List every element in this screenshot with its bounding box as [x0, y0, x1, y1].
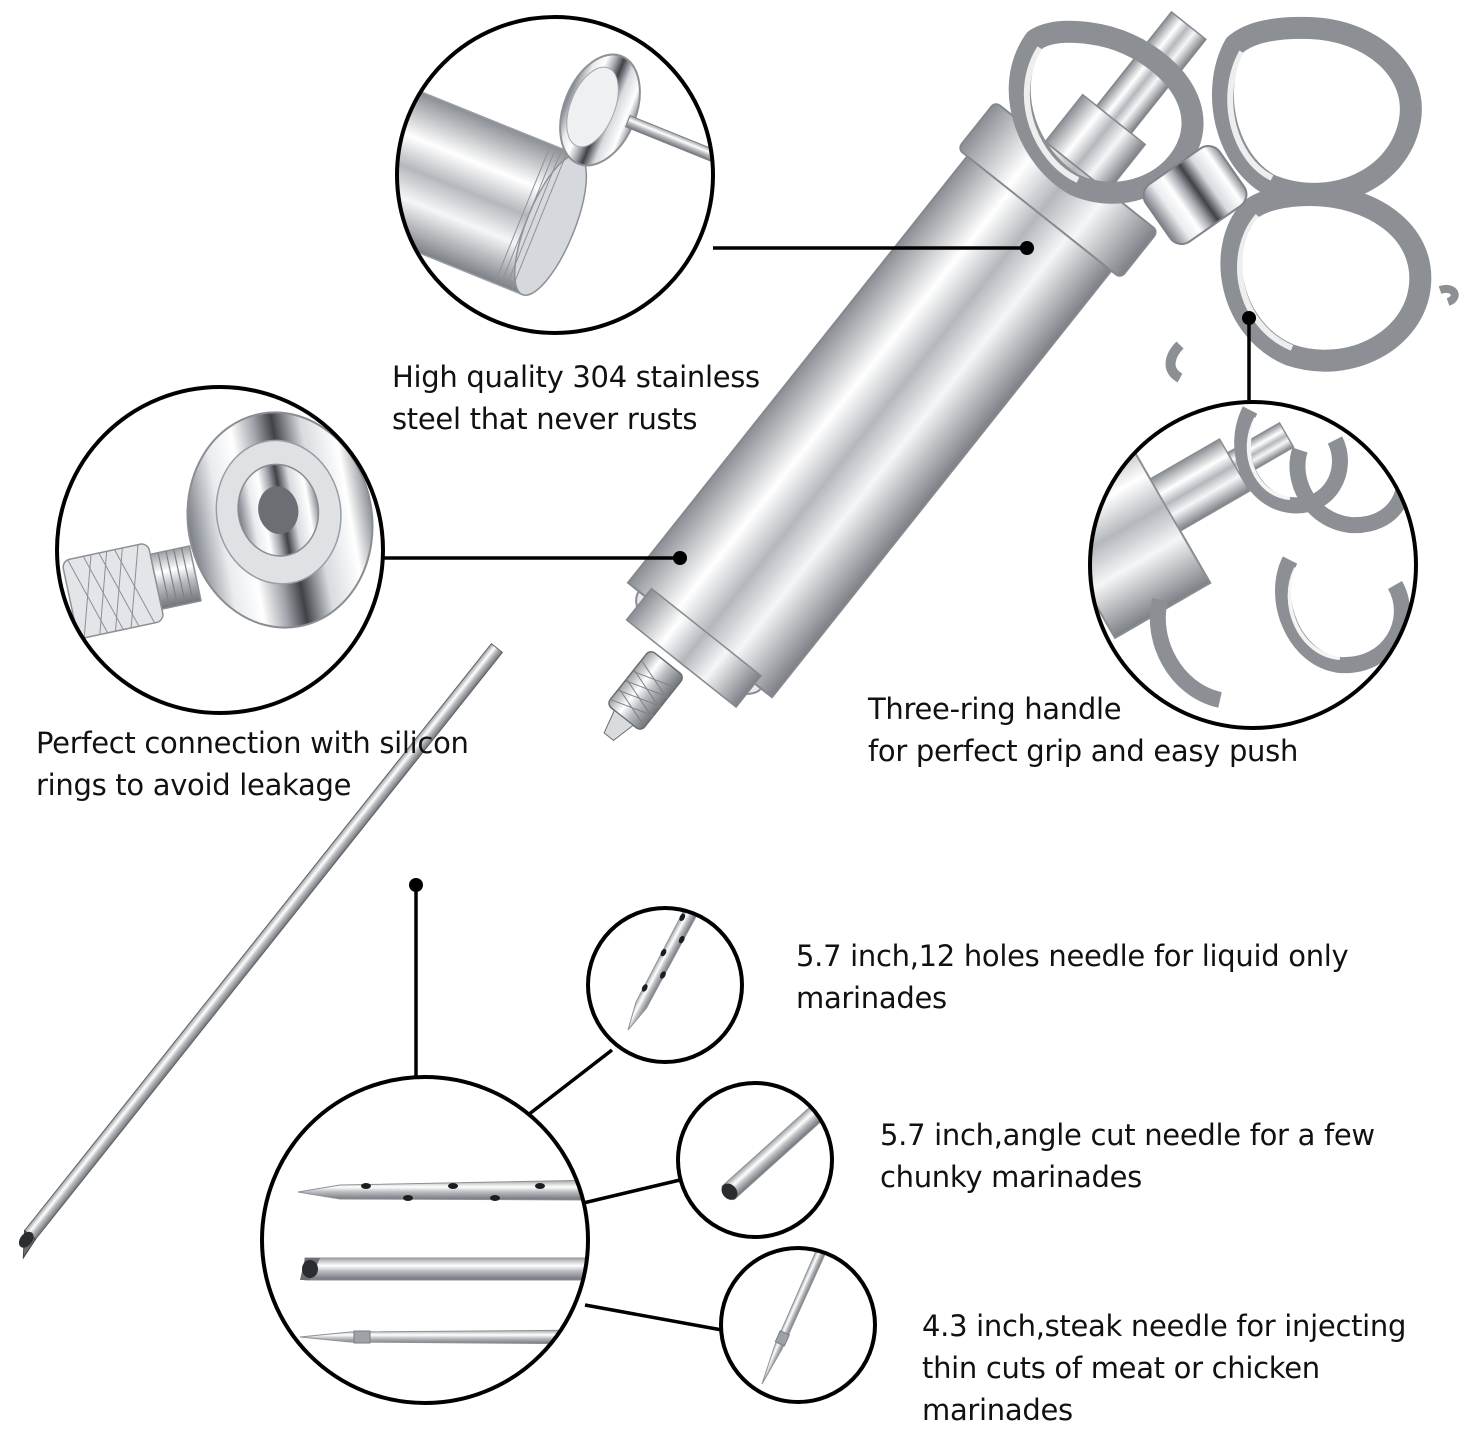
caption-needle-12-holes: 5.7 inch,12 holes needle for liquid only…	[796, 935, 1349, 1019]
callout-lines	[381, 246, 1251, 1332]
needle-angle-cut-icon	[676, 1081, 834, 1239]
caption-needle-12-holes-line-2: marinades	[796, 981, 947, 1015]
caption-needle-steak-line-2: thin cuts of meat or chicken	[922, 1351, 1320, 1385]
caption-needle-angle-cut-line-1: 5.7 inch,angle cut needle for a few	[880, 1118, 1375, 1152]
caption-needle-12-holes-line-1: 5.7 inch,12 holes needle for liquid only	[796, 939, 1349, 973]
needle-connector-icon	[55, 385, 385, 715]
caption-handle-line-2: for perfect grip and easy push	[868, 734, 1299, 768]
caption-needle-steak: 4.3 inch,steak needle for injecting thin…	[922, 1305, 1406, 1431]
caption-steel-line-2: steel that never rusts	[392, 402, 698, 436]
caption-steel-line-1: High quality 304 stainless	[392, 360, 760, 394]
caption-needle-angle-cut-line-2: chunky marinades	[880, 1160, 1142, 1194]
caption-connection: Perfect connection with silicon rings to…	[36, 722, 469, 806]
needle-steak-icon	[719, 1246, 877, 1404]
caption-handle-line-1: Three-ring handle	[868, 692, 1122, 726]
needle-12-holes-icon	[586, 906, 744, 1064]
threaded-barrel-and-plunger-icon	[395, 15, 715, 335]
caption-connection-line-2: rings to avoid leakage	[36, 768, 352, 802]
caption-connection-line-1: Perfect connection with silicon	[36, 726, 469, 760]
three-needles-icon	[260, 1075, 590, 1405]
caption-handle: Three-ring handle for perfect grip and e…	[868, 688, 1298, 772]
caption-needle-angle-cut: 5.7 inch,angle cut needle for a few chun…	[880, 1114, 1375, 1198]
caption-steel: High quality 304 stainless steel that ne…	[392, 356, 760, 440]
caption-needle-steak-line-3: marinades	[922, 1393, 1073, 1427]
main-syringe	[18, 10, 1459, 1260]
callout-dots	[409, 241, 1256, 892]
three-ring-handle-icon	[1088, 400, 1418, 730]
caption-needle-steak-line-1: 4.3 inch,steak needle for injecting	[922, 1309, 1407, 1343]
